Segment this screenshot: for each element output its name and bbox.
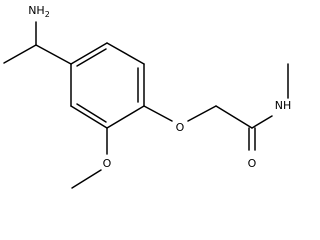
bond-methoxy-oxygen-methyl bbox=[71, 169, 102, 189]
bond-carbonyl-amide-nitrogen bbox=[251, 115, 273, 129]
bond-ring-1-2-inner bbox=[76, 48, 107, 67]
carbonyl-oxygen-label: O bbox=[248, 157, 257, 170]
amine-label-main: NH bbox=[28, 4, 45, 17]
amine-label: NH2 bbox=[28, 4, 50, 19]
methoxy-oxygen-label: O bbox=[103, 157, 112, 170]
bond-ring-4-5 bbox=[106, 105, 145, 129]
bond-ring-5-6-inner bbox=[76, 103, 107, 123]
bond-ring-ether-oxygen bbox=[143, 105, 173, 122]
bond-ether-oxygen-ch2 bbox=[187, 105, 217, 122]
chemical-structure: NH2 O O O NH bbox=[3, 4, 292, 189]
amide-nitrogen-label: NH bbox=[275, 99, 292, 112]
bond-chiral-ring bbox=[35, 44, 72, 65]
bond-ch2-carbonyl bbox=[215, 105, 253, 129]
amine-label-subscript: 2 bbox=[45, 10, 50, 19]
bond-methyl-chiral bbox=[3, 44, 37, 64]
bond-ring-5-6 bbox=[70, 105, 108, 129]
bond-ring-1-2 bbox=[70, 42, 108, 65]
ether-oxygen-label: O bbox=[176, 121, 185, 134]
bond-ring-2-3 bbox=[106, 42, 145, 65]
